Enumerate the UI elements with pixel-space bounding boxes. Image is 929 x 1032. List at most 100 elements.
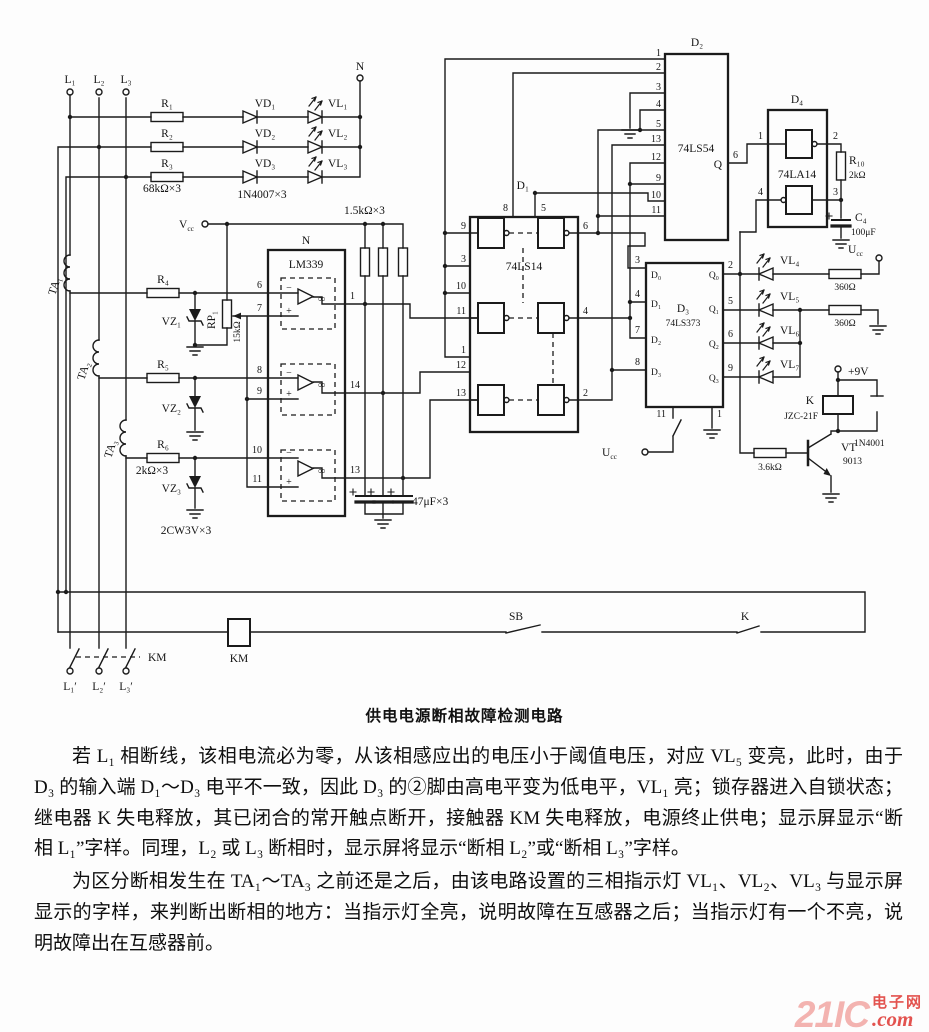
svg-text:6: 6 (257, 280, 262, 291)
vd1-label: VD₁ (255, 98, 276, 110)
d1n4001-label: 1N4001 (854, 439, 885, 449)
ta1-label: TA₁ (47, 275, 64, 296)
r10-label: R₁₀ (849, 155, 865, 167)
rp1-label: RP₁ (206, 311, 218, 329)
svg-text:8: 8 (635, 357, 640, 368)
k-contact-label: K (741, 611, 750, 623)
svg-text:∞: ∞ (318, 380, 325, 391)
ta3-label: TA₃ (103, 438, 120, 459)
phase-l2-label: L₂ (93, 74, 104, 86)
svg-text:7: 7 (257, 303, 262, 314)
svg-text:10: 10 (651, 190, 661, 201)
ic-lm339-box (266, 248, 347, 518)
svg-text:3: 3 (656, 82, 661, 93)
vl7-label: VL₇ (780, 359, 799, 371)
vcc-label: Vcc (179, 219, 195, 233)
d1-designator: D₁ (517, 180, 529, 192)
svg-text:Q₃: Q₃ (709, 374, 719, 384)
phase-l1-label: L₁ (64, 74, 75, 86)
d3-designator: D₃ (677, 303, 689, 315)
r6-label: R₆ (157, 439, 169, 451)
svg-text:10: 10 (252, 445, 262, 456)
pullup-value: 1.5kΩ×3 (344, 205, 385, 217)
svg-text:4: 4 (656, 99, 661, 110)
svg-text:13: 13 (651, 134, 661, 145)
d4-designator: D₄ (791, 94, 803, 106)
ucc-bottom-label: Ucc (602, 447, 618, 461)
svg-text:6: 6 (583, 221, 588, 232)
vz-model: 2CW3V×3 (161, 525, 212, 537)
ucc-top-label: Ucc (848, 244, 864, 258)
ic-74ls54-box (663, 52, 730, 242)
comparator-wires (69, 223, 479, 519)
d3-name: 74LS373 (666, 319, 701, 329)
ic-74la14-box (766, 108, 829, 229)
svg-text:2: 2 (728, 260, 733, 271)
svg-text:D₀: D₀ (651, 271, 661, 281)
svg-text:+: + (286, 306, 292, 317)
ic-74ls14-box (468, 215, 580, 434)
svg-text:7: 7 (635, 325, 640, 336)
svg-text:13: 13 (456, 388, 466, 399)
svg-text:12: 12 (651, 152, 661, 163)
svg-text:+: + (286, 477, 292, 488)
relay-coil-box (822, 395, 854, 415)
vl1-label: VL₁ (328, 98, 347, 110)
svg-text:1: 1 (717, 409, 722, 420)
svg-text:−: − (286, 368, 292, 379)
svg-text:11: 11 (456, 306, 466, 317)
c4-value: 100μF (851, 228, 876, 238)
svg-text:−: − (286, 283, 292, 294)
potentiometer-wiper-icon (233, 312, 241, 320)
figure-caption: 供电电源断相故障检测电路 (365, 708, 564, 725)
svg-text:5: 5 (656, 119, 661, 130)
vz2-label: VZ₂ (162, 403, 181, 415)
svg-text:11: 11 (252, 474, 262, 485)
control-loop-wires (57, 591, 866, 668)
vt-label: VT (841, 442, 856, 454)
svg-text:∞: ∞ (318, 294, 325, 305)
watermark-21ic: 21IC 电子网 .com (795, 995, 923, 1032)
ta2-label: TA₂ (76, 360, 93, 381)
d2-name: 74LS54 (678, 143, 715, 155)
terminal-icon (66, 74, 883, 675)
opamp-symbols: ∞∞∞ −+ −+ −+ (286, 283, 325, 488)
c123-value: 47μF×3 (412, 496, 449, 508)
paragraph-1: 若 L₁ 相断线，该相电流必为零，从该相感应出的电压小于阈值电压，对应 VL₅ … (34, 746, 903, 860)
svg-text:2: 2 (833, 131, 838, 142)
vt-model: 9013 (843, 457, 862, 467)
r5-label: R₅ (157, 359, 169, 371)
vz1-label: VZ₁ (162, 316, 181, 328)
svg-text:9: 9 (461, 221, 466, 232)
vl3-label: VL₃ (328, 158, 347, 170)
r360a-value: 360Ω (834, 283, 855, 293)
svg-text:8: 8 (257, 365, 262, 376)
r1-label: R₁ (161, 98, 173, 110)
vd-model: 1N4007×3 (237, 189, 287, 201)
c4-label: C₄ (855, 212, 867, 224)
d1-name: 74LS14 (506, 261, 543, 273)
svg-text:1: 1 (656, 48, 661, 59)
vz3-label: VZ₃ (162, 483, 181, 495)
svg-text:9: 9 (728, 363, 733, 374)
plus9v-label: +9V (848, 366, 869, 378)
vd3-label: VD₃ (255, 158, 276, 170)
svg-text:12: 12 (456, 360, 466, 371)
ic-74ls373-box (644, 261, 725, 409)
svg-text:11: 11 (656, 409, 666, 420)
capacitor-icon (348, 211, 852, 504)
relay-model: JZC-21F (784, 412, 818, 422)
svg-text:4: 4 (635, 289, 640, 300)
out-l2-label: L₂′ (92, 681, 106, 693)
svg-text:5: 5 (541, 203, 546, 214)
paragraph-2: 为区分断相发生在 TA₁～TA₃ 之前还是之后，由该电路设置的三相指示灯 VL₁… (34, 871, 903, 954)
svg-text:5: 5 (728, 296, 733, 307)
svg-text:6: 6 (728, 329, 733, 340)
d4-name: 74LA14 (778, 169, 817, 181)
lm339-designator: N (302, 235, 311, 247)
